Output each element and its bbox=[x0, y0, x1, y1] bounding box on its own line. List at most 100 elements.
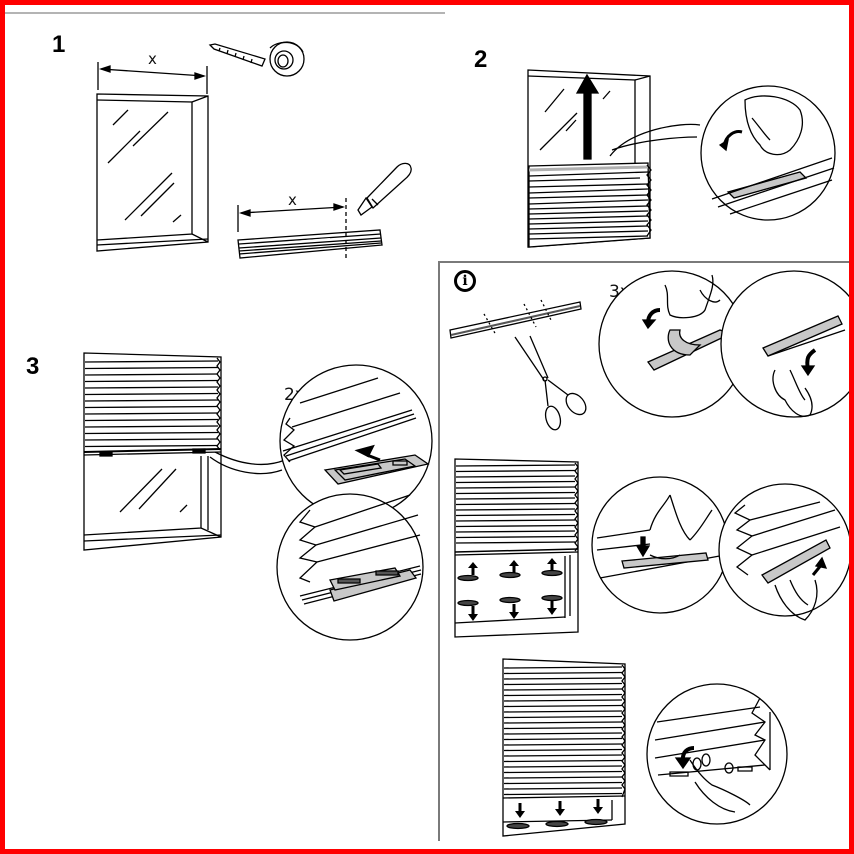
pleat-line bbox=[504, 766, 622, 767]
pleat-line bbox=[456, 498, 575, 499]
pleat-line bbox=[456, 482, 575, 483]
pleat-line bbox=[456, 509, 575, 510]
clip-bracket bbox=[458, 601, 478, 606]
pleat-line bbox=[504, 794, 622, 795]
utility-knife-icon bbox=[358, 163, 411, 215]
pleat-line bbox=[456, 531, 575, 532]
window-with-blind bbox=[528, 70, 651, 247]
pleat-line bbox=[85, 361, 218, 362]
pleat-line bbox=[456, 515, 575, 516]
pleat-line bbox=[504, 711, 622, 712]
pleat-line bbox=[504, 706, 622, 707]
detail-circle-press-blind-down bbox=[647, 684, 787, 824]
final-arrows-set bbox=[507, 799, 607, 829]
pleat-line bbox=[504, 684, 622, 685]
pleat-line bbox=[504, 788, 622, 789]
pleat-line bbox=[85, 413, 218, 414]
arrow-down-icon bbox=[555, 801, 565, 816]
header-rule bbox=[5, 12, 445, 14]
info-icon: i bbox=[454, 270, 476, 292]
dimension-arrow-window bbox=[98, 62, 207, 94]
tape-measure-icon bbox=[210, 42, 304, 76]
clip-bracket bbox=[458, 576, 478, 581]
pleat-line bbox=[504, 761, 622, 762]
pleat-line bbox=[504, 739, 622, 740]
callout-connector-3 bbox=[210, 452, 285, 474]
arrow-down-icon bbox=[509, 604, 519, 619]
pleat-line bbox=[504, 700, 622, 701]
pleat-line bbox=[456, 504, 575, 505]
adhesive-strip-uncut bbox=[450, 300, 581, 338]
clip-bracket bbox=[542, 571, 562, 576]
arrow-up-icon bbox=[509, 560, 519, 573]
step-number-1: 1 bbox=[52, 31, 66, 58]
pleat-line bbox=[85, 420, 218, 421]
scissors-icon bbox=[515, 336, 590, 431]
clip-bracket bbox=[542, 596, 562, 601]
pleat-line bbox=[504, 744, 622, 745]
dimension-label-blind: x bbox=[288, 191, 297, 209]
step-number-2: 2 bbox=[474, 46, 488, 73]
pleat-line bbox=[85, 394, 218, 395]
pleat-line bbox=[456, 465, 575, 466]
arrow-up-icon bbox=[547, 558, 557, 571]
clip-bracket bbox=[507, 824, 529, 829]
arrow-up-icon bbox=[577, 75, 598, 159]
pleat-line bbox=[85, 439, 218, 440]
pleat-line bbox=[456, 520, 575, 521]
window-with-mounted-blind bbox=[84, 353, 221, 550]
pleat-line bbox=[504, 728, 622, 729]
dimension-label-window: x bbox=[148, 50, 157, 68]
pleat-line bbox=[504, 755, 622, 756]
pleat-line bbox=[504, 717, 622, 718]
info-panel bbox=[438, 261, 850, 841]
detail-circle-peel-strip bbox=[599, 271, 745, 417]
arrow-down-icon bbox=[547, 600, 557, 615]
step-number-3: 3 bbox=[26, 353, 40, 380]
pleat-line bbox=[456, 487, 575, 488]
pleat-line bbox=[504, 722, 622, 723]
pleat-line bbox=[504, 772, 622, 773]
window-frame bbox=[97, 94, 208, 251]
pleat-line bbox=[504, 750, 622, 751]
clip-arrows-set bbox=[458, 558, 562, 621]
dimension-arrow-blind bbox=[238, 198, 346, 260]
folded-blind-pack bbox=[238, 230, 382, 258]
detail-circle-peel-backing bbox=[701, 86, 835, 220]
clip-bracket bbox=[500, 573, 520, 578]
pleat-line bbox=[504, 673, 622, 674]
pleat-line bbox=[504, 678, 622, 679]
callout-connector bbox=[610, 124, 700, 156]
arrow-down-icon bbox=[515, 803, 525, 818]
clip-bracket bbox=[500, 598, 520, 603]
pleat-line bbox=[504, 689, 622, 690]
pleat-line bbox=[85, 368, 218, 369]
detail-circle-clip-insert bbox=[280, 365, 432, 517]
pleat-line bbox=[504, 695, 622, 696]
window-with-clip-positions bbox=[455, 459, 578, 637]
pleat-line bbox=[504, 777, 622, 778]
pleat-line bbox=[85, 446, 218, 447]
pleat-line bbox=[456, 493, 575, 494]
detail-circle-clip-mounted bbox=[277, 494, 423, 640]
detail-circle-apply-strip-blind bbox=[719, 484, 851, 620]
detail-circle-press-strip bbox=[721, 271, 854, 417]
pleat-line bbox=[85, 381, 218, 382]
arrow-down-icon bbox=[593, 799, 603, 814]
pleat-line bbox=[504, 733, 622, 734]
pleat-line bbox=[85, 407, 218, 408]
pleat-line bbox=[456, 471, 575, 472]
pleat-line bbox=[85, 426, 218, 427]
arrow-up-icon bbox=[468, 562, 478, 575]
detail-circle-apply-strip-frame bbox=[592, 477, 728, 613]
pleat-line bbox=[85, 400, 218, 401]
pleat-line bbox=[504, 667, 622, 668]
pleat-line bbox=[504, 783, 622, 784]
arrow-down-icon bbox=[468, 606, 478, 621]
pleat-line bbox=[456, 537, 575, 538]
window-blind-final bbox=[503, 659, 625, 836]
